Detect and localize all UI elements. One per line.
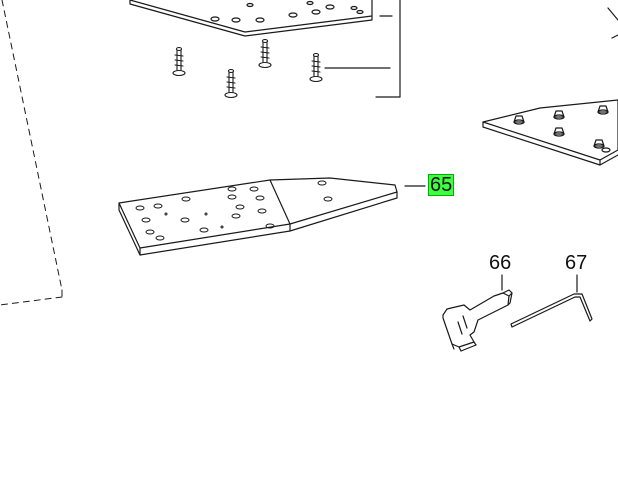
studs <box>513 105 611 153</box>
screw-2 <box>258 38 272 69</box>
hex-key-67 <box>510 293 593 328</box>
screw-4 <box>224 68 238 99</box>
pad-holes <box>135 180 333 241</box>
callout-67: 67 <box>565 252 588 274</box>
dashed-outline <box>0 0 63 306</box>
sanding-pad-65 <box>118 177 398 256</box>
callout-65: 65 <box>427 174 455 196</box>
screw-1 <box>172 46 186 77</box>
screw-3 <box>309 52 323 83</box>
callout-66: 66 <box>489 252 512 274</box>
right-edge-part <box>607 7 618 39</box>
screws <box>172 38 323 99</box>
bracket-leader <box>324 0 401 98</box>
top-base-plate <box>129 0 373 37</box>
clamp-66 <box>442 289 513 352</box>
right-stud-plate <box>482 99 618 166</box>
